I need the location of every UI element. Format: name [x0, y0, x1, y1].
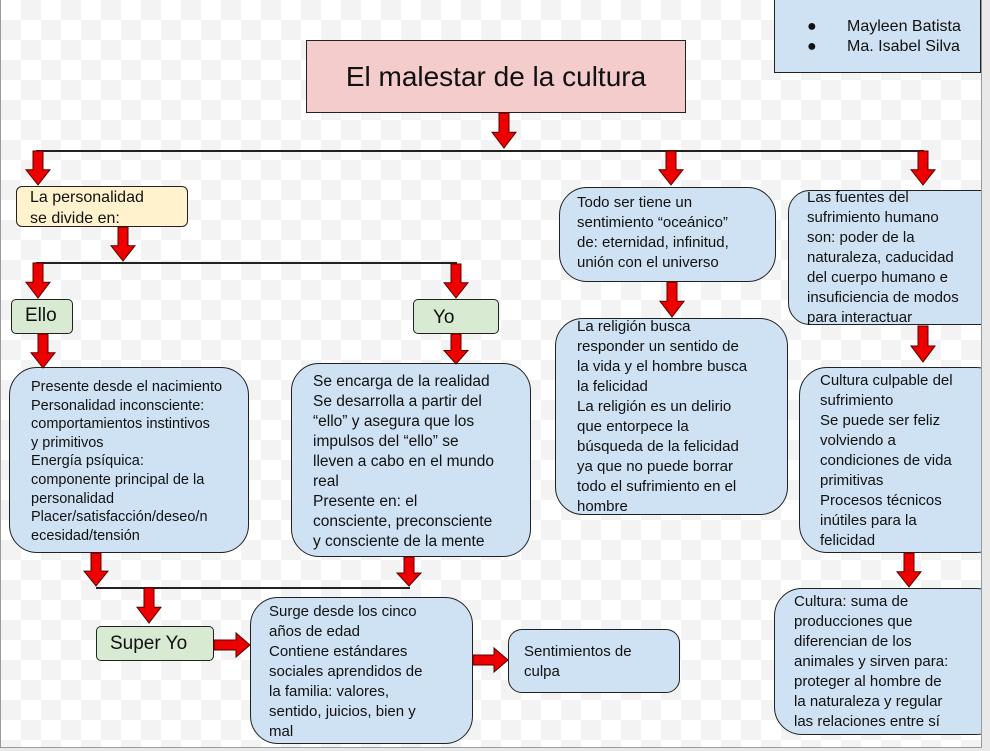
personalidad-box: La personalidad se divide en: — [16, 186, 188, 227]
title: El malestar de la cultura — [345, 60, 647, 92]
ello-description: Presente desde el nacimiento Personalida… — [31, 379, 223, 544]
arrow-icon — [895, 552, 923, 588]
author-item: ●Mayleen Batista — [807, 18, 961, 35]
arrow-icon — [490, 112, 518, 149]
title-box: El malestar de la cultura — [306, 40, 686, 113]
arrow-icon — [442, 333, 470, 365]
yo-box: Yo — [413, 299, 499, 334]
cultura-culpable-text: Cultura culpable del sufrimiento Se pued… — [820, 372, 953, 549]
connector-line — [36, 262, 457, 264]
yo-description-box: Se encarga de la realidad Se desarrolla … — [291, 363, 531, 557]
connector-line — [96, 587, 410, 589]
personalidad-text: La personalidad se divide en: — [30, 189, 144, 227]
ello-box: Ello — [11, 299, 73, 334]
fuentes-text: Las fuentes del sufrimiento humano son: … — [807, 189, 959, 326]
arrow-icon — [24, 262, 52, 299]
arrow-icon — [29, 333, 57, 369]
ello-description-box: Presente desde el nacimiento Personalida… — [9, 367, 249, 553]
religion-box: La religión busca responder un sentido d… — [555, 318, 788, 515]
author-item: ●Ma. Isabel Silva — [807, 38, 960, 55]
arrow-icon — [135, 587, 163, 624]
yo-description: Se encarga de la realidad Se desarrolla … — [313, 373, 494, 550]
yo-label: Yo — [433, 307, 455, 328]
sentimientos-box: Sentimientos de culpa — [508, 629, 680, 693]
fuentes-box: Las fuentes del sufrimiento humano son: … — [788, 189, 981, 326]
super-yo-box: Super Yo — [96, 626, 214, 661]
arrow-icon — [442, 263, 470, 299]
authors-box: ●Mayleen Batista ●Ma. Isabel Silva — [774, 0, 981, 73]
super-yo-description: Surge desde los cinco años de edad Conti… — [269, 603, 423, 740]
ello-label: Ello — [25, 305, 57, 326]
arrow-icon — [82, 552, 110, 587]
arrow-icon — [910, 325, 936, 363]
arrow-icon — [213, 631, 251, 659]
oceanico-box: Todo ser tiene un sentimiento “oceánico”… — [559, 187, 776, 282]
super-yo-label: Super Yo — [110, 633, 188, 654]
arrow-icon — [395, 556, 423, 587]
oceanico-text: Todo ser tiene un sentimiento “oceánico”… — [577, 194, 729, 271]
arrow-icon — [472, 646, 509, 674]
cultura-culpable-box: Cultura culpable del sufrimiento Se pued… — [799, 367, 981, 553]
arrow-icon — [24, 150, 52, 186]
super-yo-description-box: Surge desde los cinco años de edad Conti… — [250, 597, 473, 744]
cultura-suma-box: Cultura: suma de producciones que difere… — [774, 588, 981, 735]
connector-line — [36, 150, 924, 152]
religion-text: La religión busca responder un sentido d… — [577, 318, 748, 515]
arrow-icon — [909, 150, 937, 186]
arrow-icon — [109, 226, 137, 262]
sentimientos-text: Sentimientos de culpa — [524, 643, 632, 680]
arrow-icon — [658, 281, 686, 318]
arrow-icon — [657, 150, 685, 186]
cultura-suma-text: Cultura: suma de producciones que difere… — [794, 593, 949, 730]
